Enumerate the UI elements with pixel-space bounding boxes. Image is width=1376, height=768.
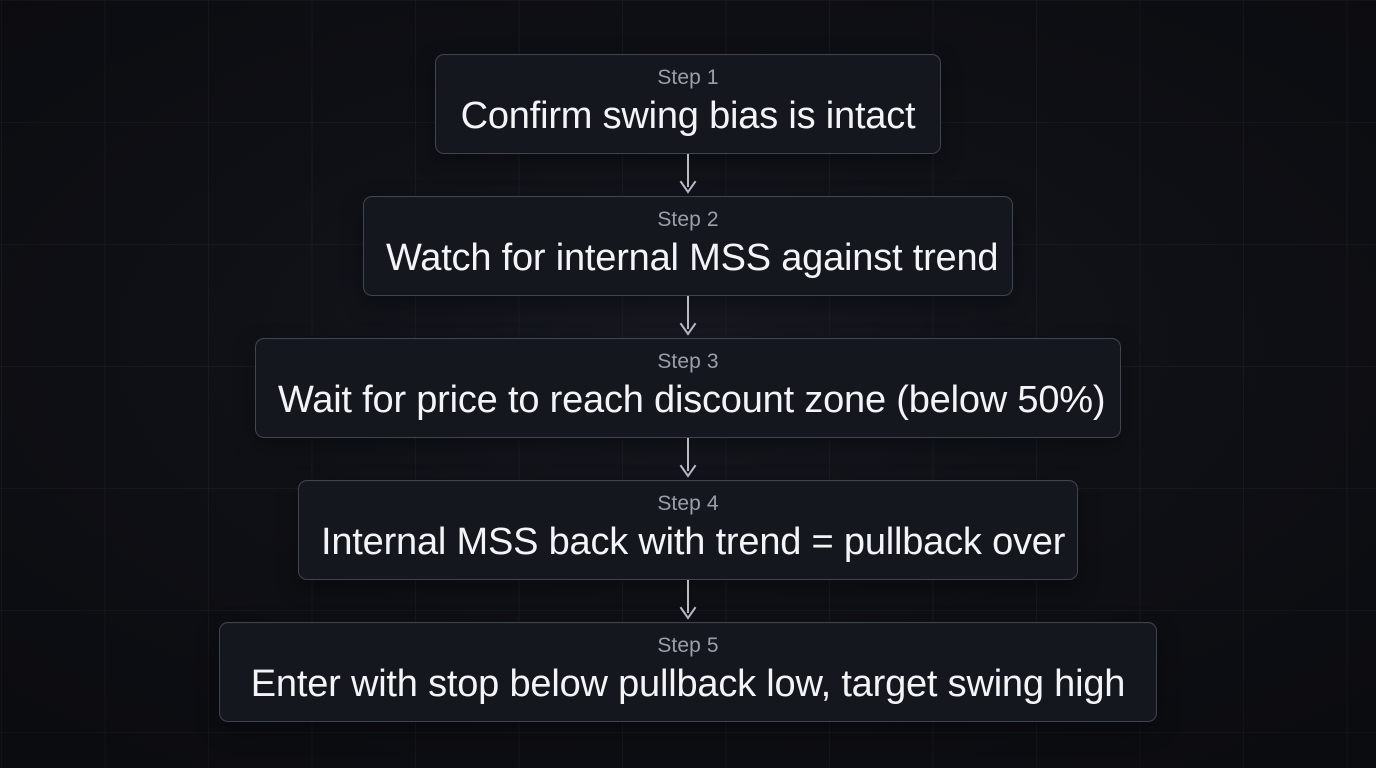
flow-node-step-4[interactable]: Step 4 Internal MSS back with trend = pu… xyxy=(298,480,1078,580)
arrow-down-icon xyxy=(679,438,697,478)
arrow-down-icon xyxy=(679,154,697,194)
step-label: Step 5 xyxy=(657,634,719,657)
step-text: Wait for price to reach discount zone (b… xyxy=(278,379,1106,421)
flow-node-step-2[interactable]: Step 2 Watch for internal MSS against tr… xyxy=(363,196,1013,296)
step-label: Step 1 xyxy=(657,66,719,89)
flow-node-step-3[interactable]: Step 3 Wait for price to reach discount … xyxy=(255,338,1121,438)
step-label: Step 4 xyxy=(657,492,719,515)
step-text: Confirm swing bias is intact xyxy=(460,95,916,137)
flow-node-step-5[interactable]: Step 5 Enter with stop below pullback lo… xyxy=(219,622,1157,722)
step-text: Internal MSS back with trend = pullback … xyxy=(321,521,1066,563)
step-text: Enter with stop below pullback low, targ… xyxy=(250,663,1126,705)
step-label: Step 2 xyxy=(657,208,719,231)
step-text: Watch for internal MSS against trend xyxy=(386,237,999,279)
arrow-down-icon xyxy=(679,296,697,336)
arrow-down-icon xyxy=(679,580,697,620)
flow-node-step-1[interactable]: Step 1 Confirm swing bias is intact xyxy=(435,54,941,154)
step-label: Step 3 xyxy=(657,350,719,373)
